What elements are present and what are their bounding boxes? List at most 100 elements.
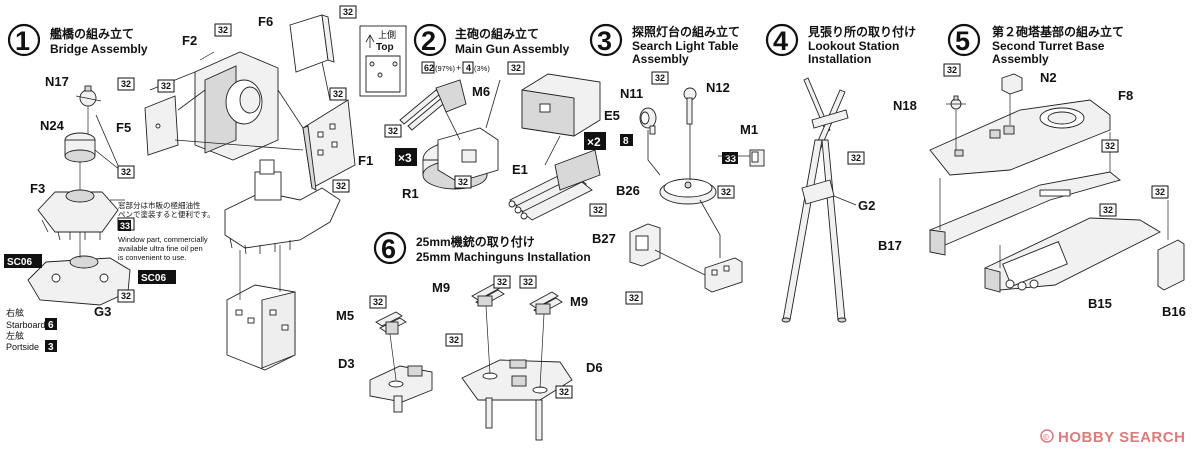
label-b17: B17 [878,238,902,253]
step-4: 4 見張り所の取り付け Lookout Station Installation… [765,23,916,323]
part-r1-drawing [422,127,499,190]
label-n17: N17 [45,74,69,89]
side-legend: 右舷 Starboard 6 左舷 Portside 3 [6,307,57,353]
part-b22-drawing [659,178,717,205]
step-5-title-en2: Assembly [992,52,1049,66]
part-e5-drawing [521,73,601,137]
label-n18: N18 [893,98,917,113]
svg-text:32: 32 [161,81,171,91]
svg-text:(3%): (3%) [474,64,490,73]
label-e1: E1 [512,162,528,177]
step-4-title-en2: Installation [808,52,871,66]
svg-text:32: 32 [121,167,131,177]
window-note: 窓部分は市販の極細油性 ペンで塗装すると便利です。 33 Window part… [118,200,215,262]
part-m6-drawing [399,79,467,131]
top-orientation-box: 上側 Top [359,25,407,97]
watermark-text: HOBBY SEARCH [1058,429,1185,446]
part-d6-drawing [461,359,573,441]
svg-text:32: 32 [121,79,131,89]
watermark: © HOBBY SEARCH [1040,429,1185,446]
svg-text:32: 32 [947,65,957,75]
svg-text:32: 32 [851,153,861,163]
step-1-number: 1 [15,26,30,56]
svg-text:32: 32 [721,187,731,197]
svg-text:32: 32 [373,297,383,307]
part-b15-drawing [984,217,1161,293]
part-f5-drawing [144,95,179,156]
svg-text:Window part, commercially: Window part, commercially [118,235,208,244]
top-label-en: Top [376,42,394,53]
multiplier-x2: ×2 [587,135,601,149]
step-6-title-jp: 25mm機銃の取り付け [416,234,535,249]
label-n11: N11 [620,86,643,101]
step-2-number: 2 [421,26,436,56]
svg-text:32: 32 [1155,187,1165,197]
svg-text:(97%): (97%) [435,64,456,73]
part-e1-drawing [508,149,601,221]
part-g2-drawing [781,77,849,323]
svg-text:32: 32 [449,335,459,345]
step-5-title-jp: 第２砲塔基部の組み立て [992,24,1124,39]
label-b15: B15 [1088,296,1112,311]
svg-text:Starboard: Starboard [6,320,46,330]
part-m1-drawing [749,149,765,167]
step-3-title-en: Search Light Table [632,39,739,53]
step-5-number: 5 [955,26,970,56]
part-n2-drawing [1001,73,1023,95]
svg-text:左舷: 左舷 [6,330,24,341]
label-d6: D6 [586,360,603,375]
step-4-title-jp: 見張り所の取り付け [807,24,916,39]
part-f8-drawing [929,99,1111,176]
step-1-title-jp: 艦橋の組み立て [50,26,134,41]
svg-text:32: 32 [333,89,343,99]
label-m9-left: M9 [432,280,450,295]
color-code-3: 3 [48,342,54,353]
step-2: 2 主砲の組み立て Main Gun Assembly 62 (97%) + 4… [384,23,620,221]
step-3-number: 3 [597,26,612,56]
svg-text:+: + [456,63,461,73]
step-1: 1 艦橋の組み立て Bridge Assembly F2 F6 上側 Top [4,5,407,371]
part-m9-left-drawing [471,283,505,307]
label-m6: M6 [472,84,490,99]
svg-text:右舷: 右舷 [6,307,24,318]
step-3: 3 探照灯台の組み立て Search Light Table Assembly … [589,23,765,305]
multiplier-x3: ×3 [398,151,412,165]
step-6: 6 25mm機銃の取り付け 25mm Machinguns Installati… [336,231,603,441]
part-m9-right-drawing [529,291,563,315]
step-1-title-en: Bridge Assembly [50,42,148,56]
part-n18-drawing [946,95,966,110]
label-f1: F1 [358,153,373,168]
svg-text:32: 32 [593,205,603,215]
label-b22: B26 [616,183,640,198]
svg-text:32: 32 [559,387,569,397]
svg-text:窓部分は市販の極細油性: 窓部分は市販の極細油性 [118,200,201,210]
svg-text:32: 32 [655,73,665,83]
svg-text:62: 62 [424,63,434,73]
label-f8: F8 [1118,88,1133,103]
label-f5: F5 [116,120,131,135]
color-code-33: 33 [120,221,130,231]
step-4-number: 4 [773,26,788,56]
paint-mix: 62 (97%) + 4 (3%) [421,61,490,74]
svg-text:©: © [1043,433,1049,442]
label-f2: F2 [182,33,197,48]
top-label-jp: 上側 [378,29,396,40]
part-f2-drawing [194,51,279,161]
part-b17-drawing [929,171,1121,256]
label-n2: N2 [1040,70,1057,85]
label-g3: G3 [94,304,111,319]
label-m9-right: M9 [570,294,588,309]
svg-text:32: 32 [121,291,131,301]
color-code-32 [117,77,135,91]
step-4-title-en: Lookout Station [808,39,899,53]
step-2-title-jp: 主砲の組み立て [455,26,539,41]
svg-text:32: 32 [343,7,353,17]
color-code-6: 6 [48,320,54,331]
label-sc06-right: SC06 [141,273,166,284]
label-n12: N12 [706,80,730,95]
label-f3: F3 [30,181,45,196]
step-5: 5 第２砲塔基部の組み立て Second Turret Base Assembl… [878,23,1186,319]
part-m5-drawing [375,311,407,335]
svg-text:32: 32 [629,293,639,303]
